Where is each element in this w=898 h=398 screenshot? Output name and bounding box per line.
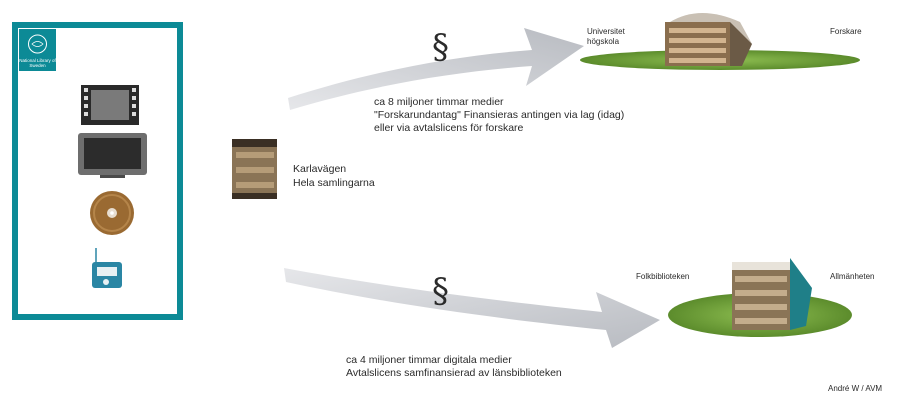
university-building	[580, 13, 860, 70]
lower-section-symbol: §	[432, 271, 449, 311]
university-label-2: högskola	[587, 37, 620, 46]
lower-route-line-2: Avtalslicens samfinansierad av länsbibli…	[346, 367, 562, 379]
researchers-label: Forskare	[830, 27, 862, 36]
public-library-label: Folkbiblioteken	[636, 272, 690, 281]
upper-route-arrow	[288, 28, 584, 110]
lower-route-line-1: ca 4 miljoner timmar digitala medier	[346, 354, 512, 366]
disc-icon	[90, 191, 134, 235]
logo-text: National Library of Sweden	[19, 58, 56, 68]
upper-route-line-3: eller via avtalslicens för forskare	[374, 122, 524, 134]
radio-icon	[92, 248, 122, 288]
lower-route-arrow	[284, 268, 660, 348]
public-library-building	[668, 258, 852, 337]
public-label: Allmänheten	[830, 272, 875, 281]
credit: André W / AVM	[828, 384, 883, 393]
source-building	[232, 139, 277, 199]
upper-route-line-2: "Forskarundantag" Finansieras antingen v…	[374, 109, 625, 121]
source-name: Karlavägen	[293, 163, 347, 175]
library-logo	[19, 29, 56, 71]
source-subtitle: Hela samlingarna	[293, 177, 375, 189]
university-label-1: Universitet	[587, 27, 625, 36]
tv-icon	[78, 133, 147, 178]
upper-route-line-1: ca 8 miljoner timmar medier	[374, 96, 504, 108]
upper-section-symbol: §	[432, 27, 449, 67]
film-icon	[81, 85, 139, 125]
